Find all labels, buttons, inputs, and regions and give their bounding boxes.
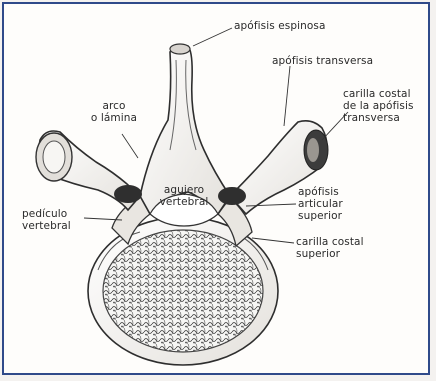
label-apofisis-articular-superior: apófisis articular superior: [298, 186, 343, 222]
vertebral-body: [88, 217, 278, 365]
label-carilla-costal-transversa: carilla costal de la apófisis transversa: [343, 88, 414, 124]
label-pediculo-vertebral: pedículo vertebral: [22, 208, 71, 232]
label-apofisis-transversa: apófisis transversa: [272, 55, 373, 67]
label-arco-lamina: arco o lámina: [84, 100, 144, 124]
label-agujero-vertebral: agujero vertebral: [150, 184, 218, 208]
label-carilla-costal-superior: carilla costal superior: [296, 236, 364, 260]
label-apofisis-espinosa: apófisis espinosa: [234, 20, 326, 32]
